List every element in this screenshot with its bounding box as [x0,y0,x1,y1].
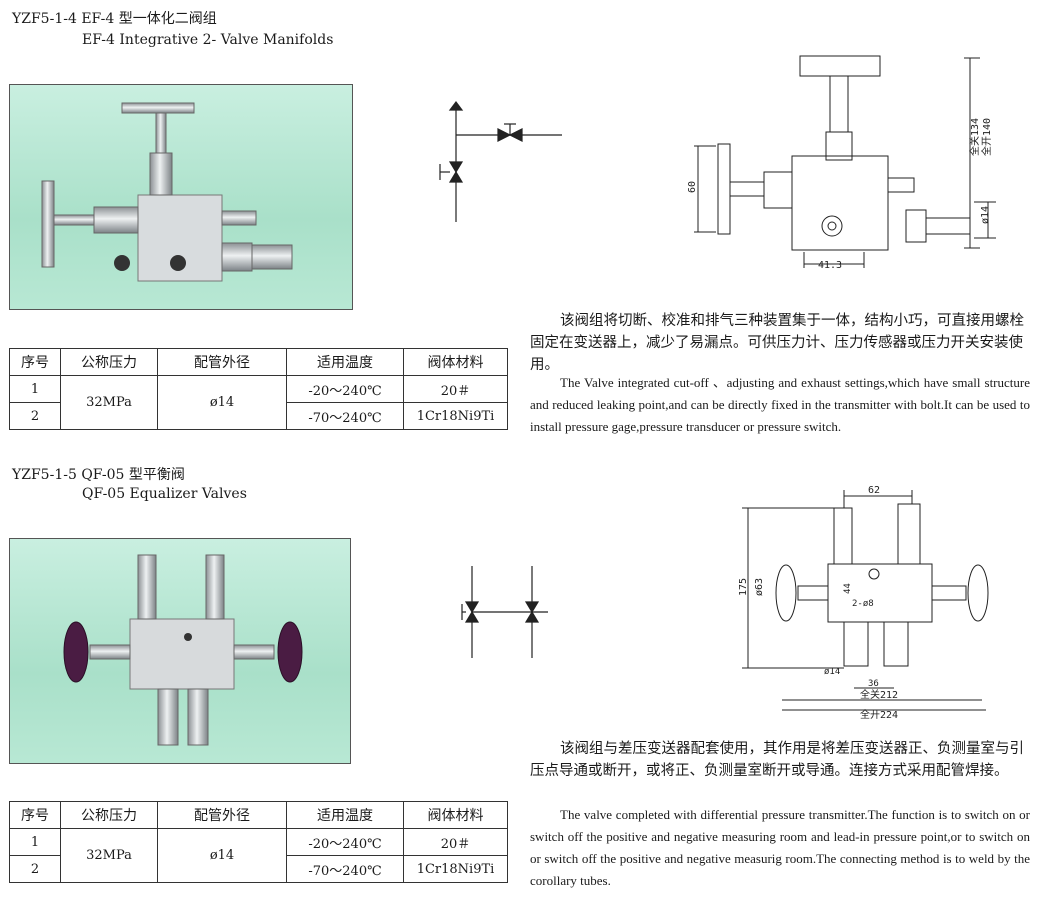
dim-d63: ø63 [754,578,765,596]
header-temperature: 适用温度 [286,801,404,829]
dim-175: 175 [738,578,749,596]
header-no: 序号 [9,348,61,376]
cell-no: 1 [9,375,61,403]
table-row: 1 32MPa ø14 -20～240℃ 20＃ [9,375,508,430]
header-material: 阀体材料 [403,348,508,376]
header-temperature: 适用温度 [286,348,404,376]
cell-no: 2 [9,402,61,430]
table-row: 1 32MPa ø14 -20～240℃ 20＃ [9,828,508,883]
header-pipe-od: 配管外径 [157,348,287,376]
cell-material: 20＃ [403,375,508,403]
dim-36: 36 [868,679,879,689]
dim-closed-134: 全关134 [968,118,981,156]
dim-d14: ø14 [980,206,991,224]
header-no: 序号 [9,801,61,829]
dim-open-224: 全开224 [860,708,898,721]
cell-material: 1Cr18Ni9Ti [403,855,508,883]
two-valve-manifold-photo [9,84,353,310]
cell-temperature: -20～240℃ [286,375,404,403]
cell-temperature: -20～240℃ [286,828,404,856]
cell-pressure: 32MPa [60,828,158,883]
section2-engineering-drawing: 62 175 ø63 44 2-ø8 ø14 36 全关212 全开224 [728,482,1028,722]
section2-valve-symbol [452,560,552,660]
cell-no: 2 [9,855,61,883]
header-material: 阀体材料 [403,801,508,829]
section2-spec-table: 序号 公称压力 配管外径 适用温度 阀体材料 1 32MPa ø14 -20～2… [9,801,508,883]
dim-41-3: 41.3 [818,260,842,271]
cell-temperature: -70～240℃ [286,402,404,430]
section1-description-en: The Valve integrated cut-off 、adjusting … [530,375,1030,434]
section2-title-cn: YZF5-1-5 QF-05 型平衡阀 [12,467,185,483]
header-pipe-od: 配管外径 [157,801,287,829]
table-row: 2 -70～240℃ 1Cr18Ni9Ti [9,855,508,883]
dim-44: 44 [843,583,853,594]
section1-valve-symbol [436,100,566,230]
cell-no: 1 [9,828,61,856]
section2-description-en: The valve completed with differential pr… [530,807,1030,888]
dim-62: 62 [868,485,880,496]
cell-pipe-od: ø14 [157,828,287,883]
cell-pressure: 32MPa [60,375,158,430]
section1-description-cn: 该阀组将切断、校准和排气三种装置集于一体，结构小巧，可直接用螺栓固定在变送器上，… [530,313,1024,373]
dim-2-d8: 2-ø8 [852,599,874,609]
header-pressure: 公称压力 [60,348,158,376]
section2-description-cn: 该阀组与差压变送器配套使用，其作用是将差压变送器正、负测量室与引压点导通或断开，… [530,741,1024,779]
dim-60: 60 [687,181,698,193]
table-row: 2 -70～240℃ 1Cr18Ni9Ti [9,402,508,430]
section1-title-en: EF-4 Integrative 2- Valve Manifolds [82,32,334,48]
dim-open-140: 全开140 [980,118,993,156]
section1-engineering-drawing: 60 41.3 全关134 全开140 ø14 [680,52,1000,274]
cell-material: 20＃ [403,828,508,856]
cell-temperature: -70～240℃ [286,855,404,883]
dim-d14: ø14 [824,667,840,677]
section1-spec-table: 序号 公称压力 配管外径 适用温度 阀体材料 1 32MPa ø14 -20～2… [9,348,508,430]
section2-title-en: QF-05 Equalizer Valves [82,486,247,502]
section1-title-cn: YZF5-1-4 EF-4 型一体化二阀组 [12,11,217,27]
equalizer-valve-photo [9,538,351,764]
dim-closed-212: 全关212 [860,688,898,701]
cell-material: 1Cr18Ni9Ti [403,402,508,430]
header-pressure: 公称压力 [60,801,158,829]
cell-pipe-od: ø14 [157,375,287,430]
